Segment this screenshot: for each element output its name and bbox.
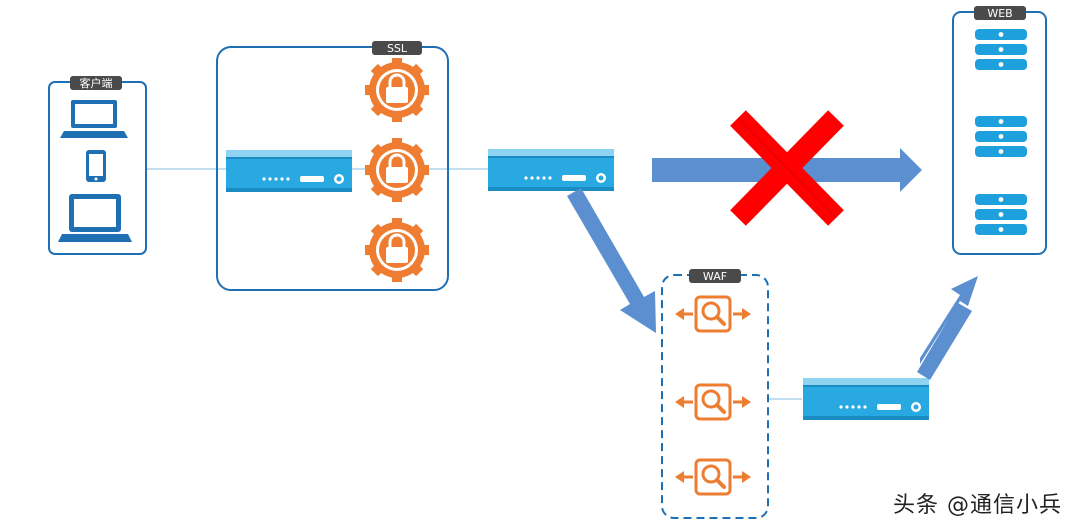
waf-group-label: WAF [703, 270, 727, 283]
web-group: WEB [952, 6, 1047, 255]
desktop-icon [58, 194, 132, 242]
to-web-arrow [920, 276, 978, 364]
web-group-label: WEB [987, 7, 1012, 20]
ssl-group: SSL [216, 41, 449, 291]
server-stack-icon [975, 29, 1027, 70]
waf-group: WAF [661, 269, 769, 519]
server-stack-icon [975, 194, 1027, 235]
backend-device [803, 378, 929, 420]
to-waf-arrow [567, 188, 656, 333]
client-group: 客户端 [48, 76, 147, 255]
lock-gear-icon [363, 216, 431, 284]
lock-gear-icon [363, 56, 431, 124]
watermark: 头条 @通信小兵 [893, 493, 1062, 518]
blocked-cross-icon [730, 110, 844, 226]
lock-gear-icon [363, 136, 431, 204]
phone-icon [86, 150, 106, 182]
inspect-icon [673, 458, 753, 496]
connection-lines [146, 168, 802, 400]
ssl-group-label: SSL [387, 42, 408, 55]
laptop-icon [60, 100, 128, 138]
client-group-label: 客户端 [80, 76, 113, 90]
server-stack-icon [975, 116, 1027, 157]
inspect-icon [673, 383, 753, 421]
ssl-device [226, 150, 352, 192]
inspect-icon [673, 295, 753, 333]
load-balancer-device [488, 149, 614, 191]
